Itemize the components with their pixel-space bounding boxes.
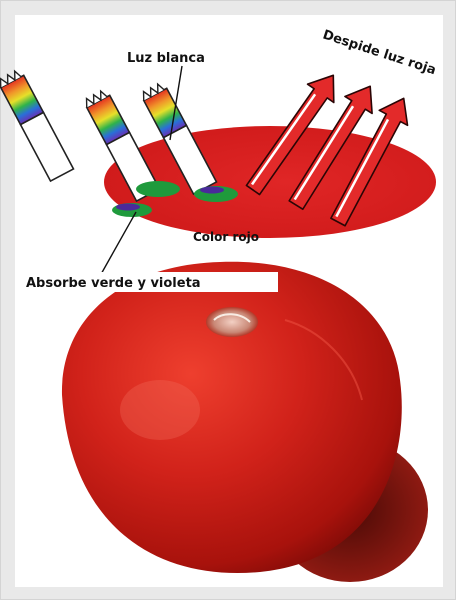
pointer-line — [100, 212, 136, 276]
absorbed-spot — [194, 186, 238, 202]
absorbed-spot — [112, 203, 152, 217]
label-emits-red-light: Despide luz roja — [321, 28, 438, 79]
absorbed-spot — [136, 181, 180, 197]
label-white-light: Luz blanca — [127, 51, 205, 66]
spectrum-tube-icon — [0, 68, 73, 181]
label-red-color: Color rojo — [193, 230, 259, 244]
label-absorbs-green-violet: Absorbe verde y violeta — [26, 276, 201, 291]
tomato-photo — [62, 262, 428, 582]
